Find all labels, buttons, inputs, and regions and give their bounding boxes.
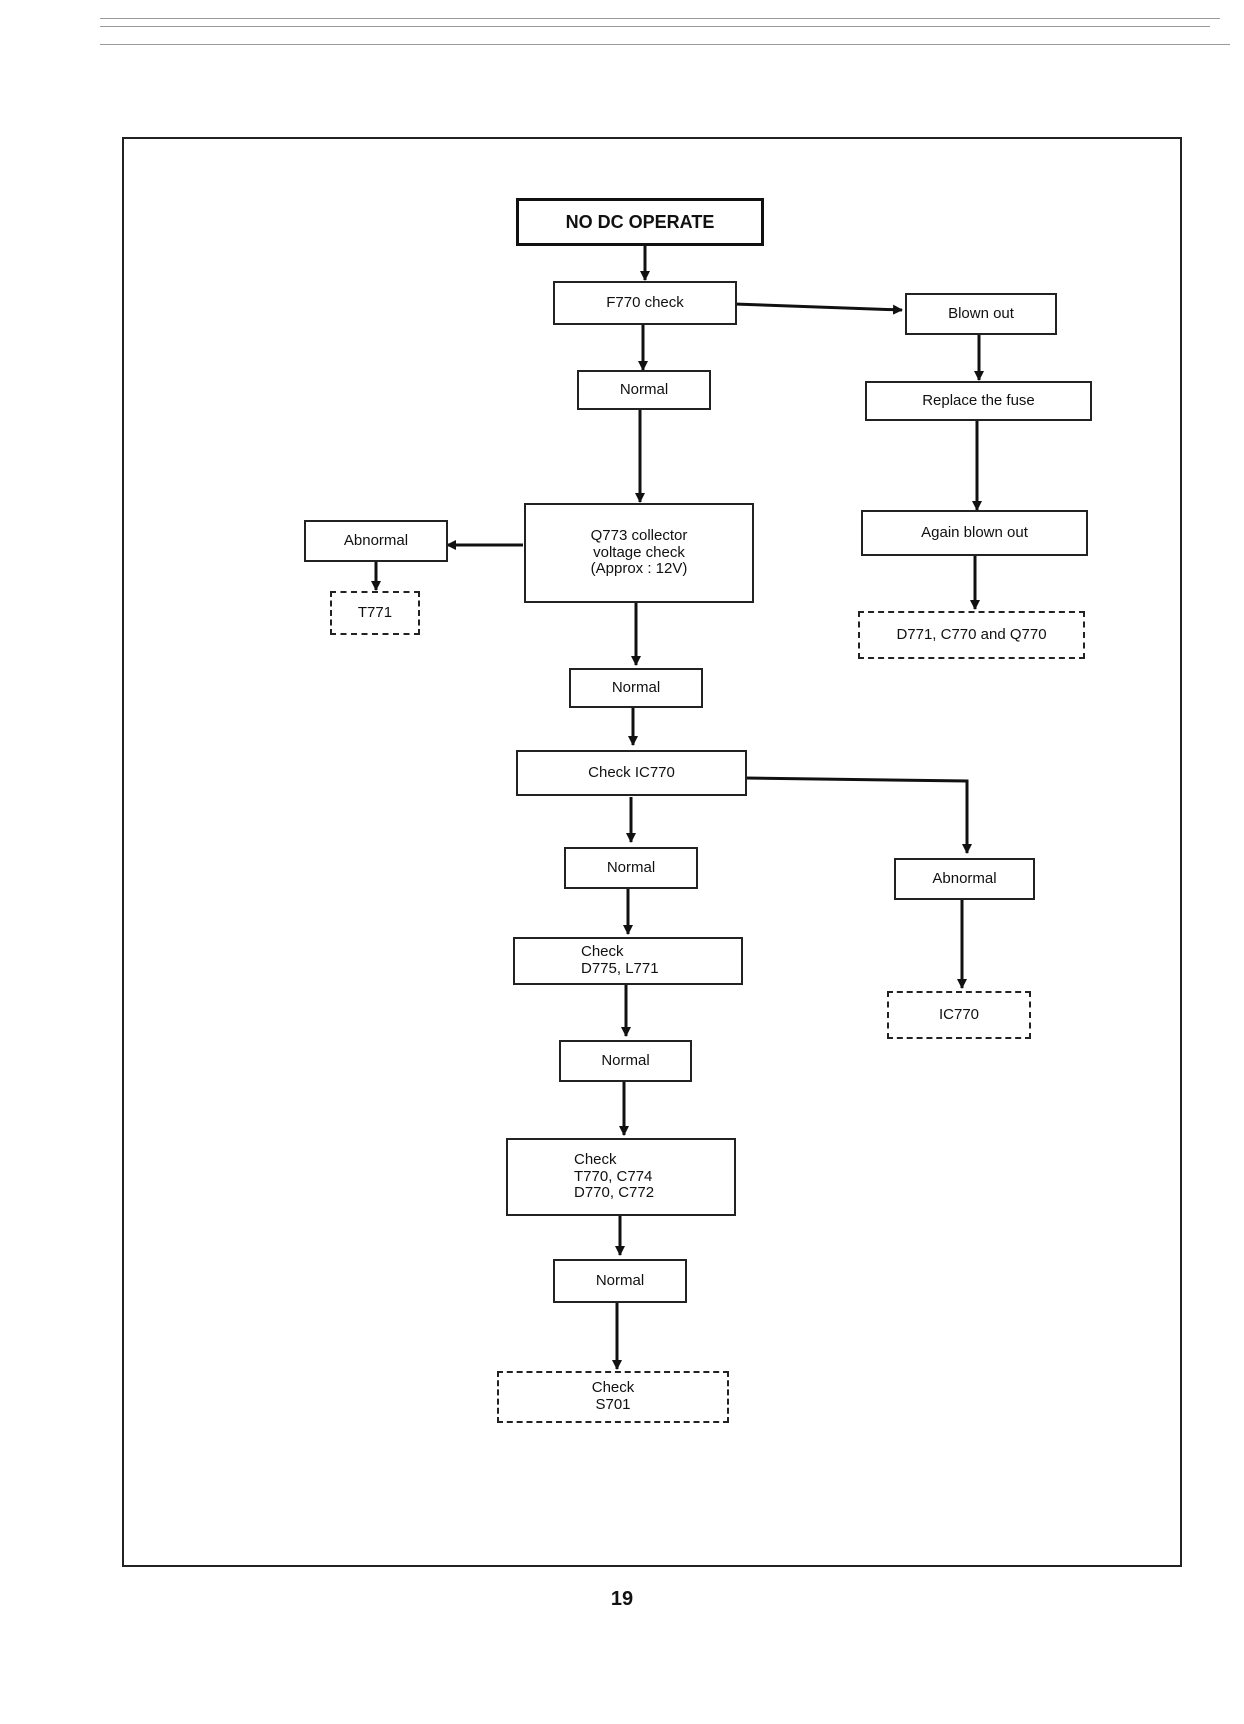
node-ic770: IC770 [887,991,1031,1039]
start-node: NO DC OPERATE [516,198,764,246]
arrow [734,304,902,310]
node-check-d775-l771: Check D775, L771 [513,937,743,985]
node-t771: T771 [330,591,420,635]
node-check-ic770: Check IC770 [516,750,747,796]
node-again-blown-out: Again blown out [861,510,1088,556]
node-d771-c770-q770: D771, C770 and Q770 [858,611,1085,659]
node-q773-check: Q773 collector voltage check (Approx : 1… [524,503,754,603]
node-abnormal: Abnormal [894,858,1035,900]
node-replace-fuse: Replace the fuse [865,381,1092,421]
node-normal: Normal [553,1259,687,1303]
node-blown-out: Blown out [905,293,1057,335]
arrow [745,778,967,853]
node-normal: Normal [564,847,698,889]
node-normal: Normal [577,370,711,410]
node-abnormal: Abnormal [304,520,448,562]
node-check-s701: Check S701 [497,1371,729,1423]
page-number: 19 [0,1588,1244,1611]
node-normal: Normal [559,1040,692,1082]
node-f770-check: F770 check [553,281,737,325]
node-check-t770-c774-d770-c772: Check T770, C774 D770, C772 [506,1138,736,1216]
node-normal: Normal [569,668,703,708]
